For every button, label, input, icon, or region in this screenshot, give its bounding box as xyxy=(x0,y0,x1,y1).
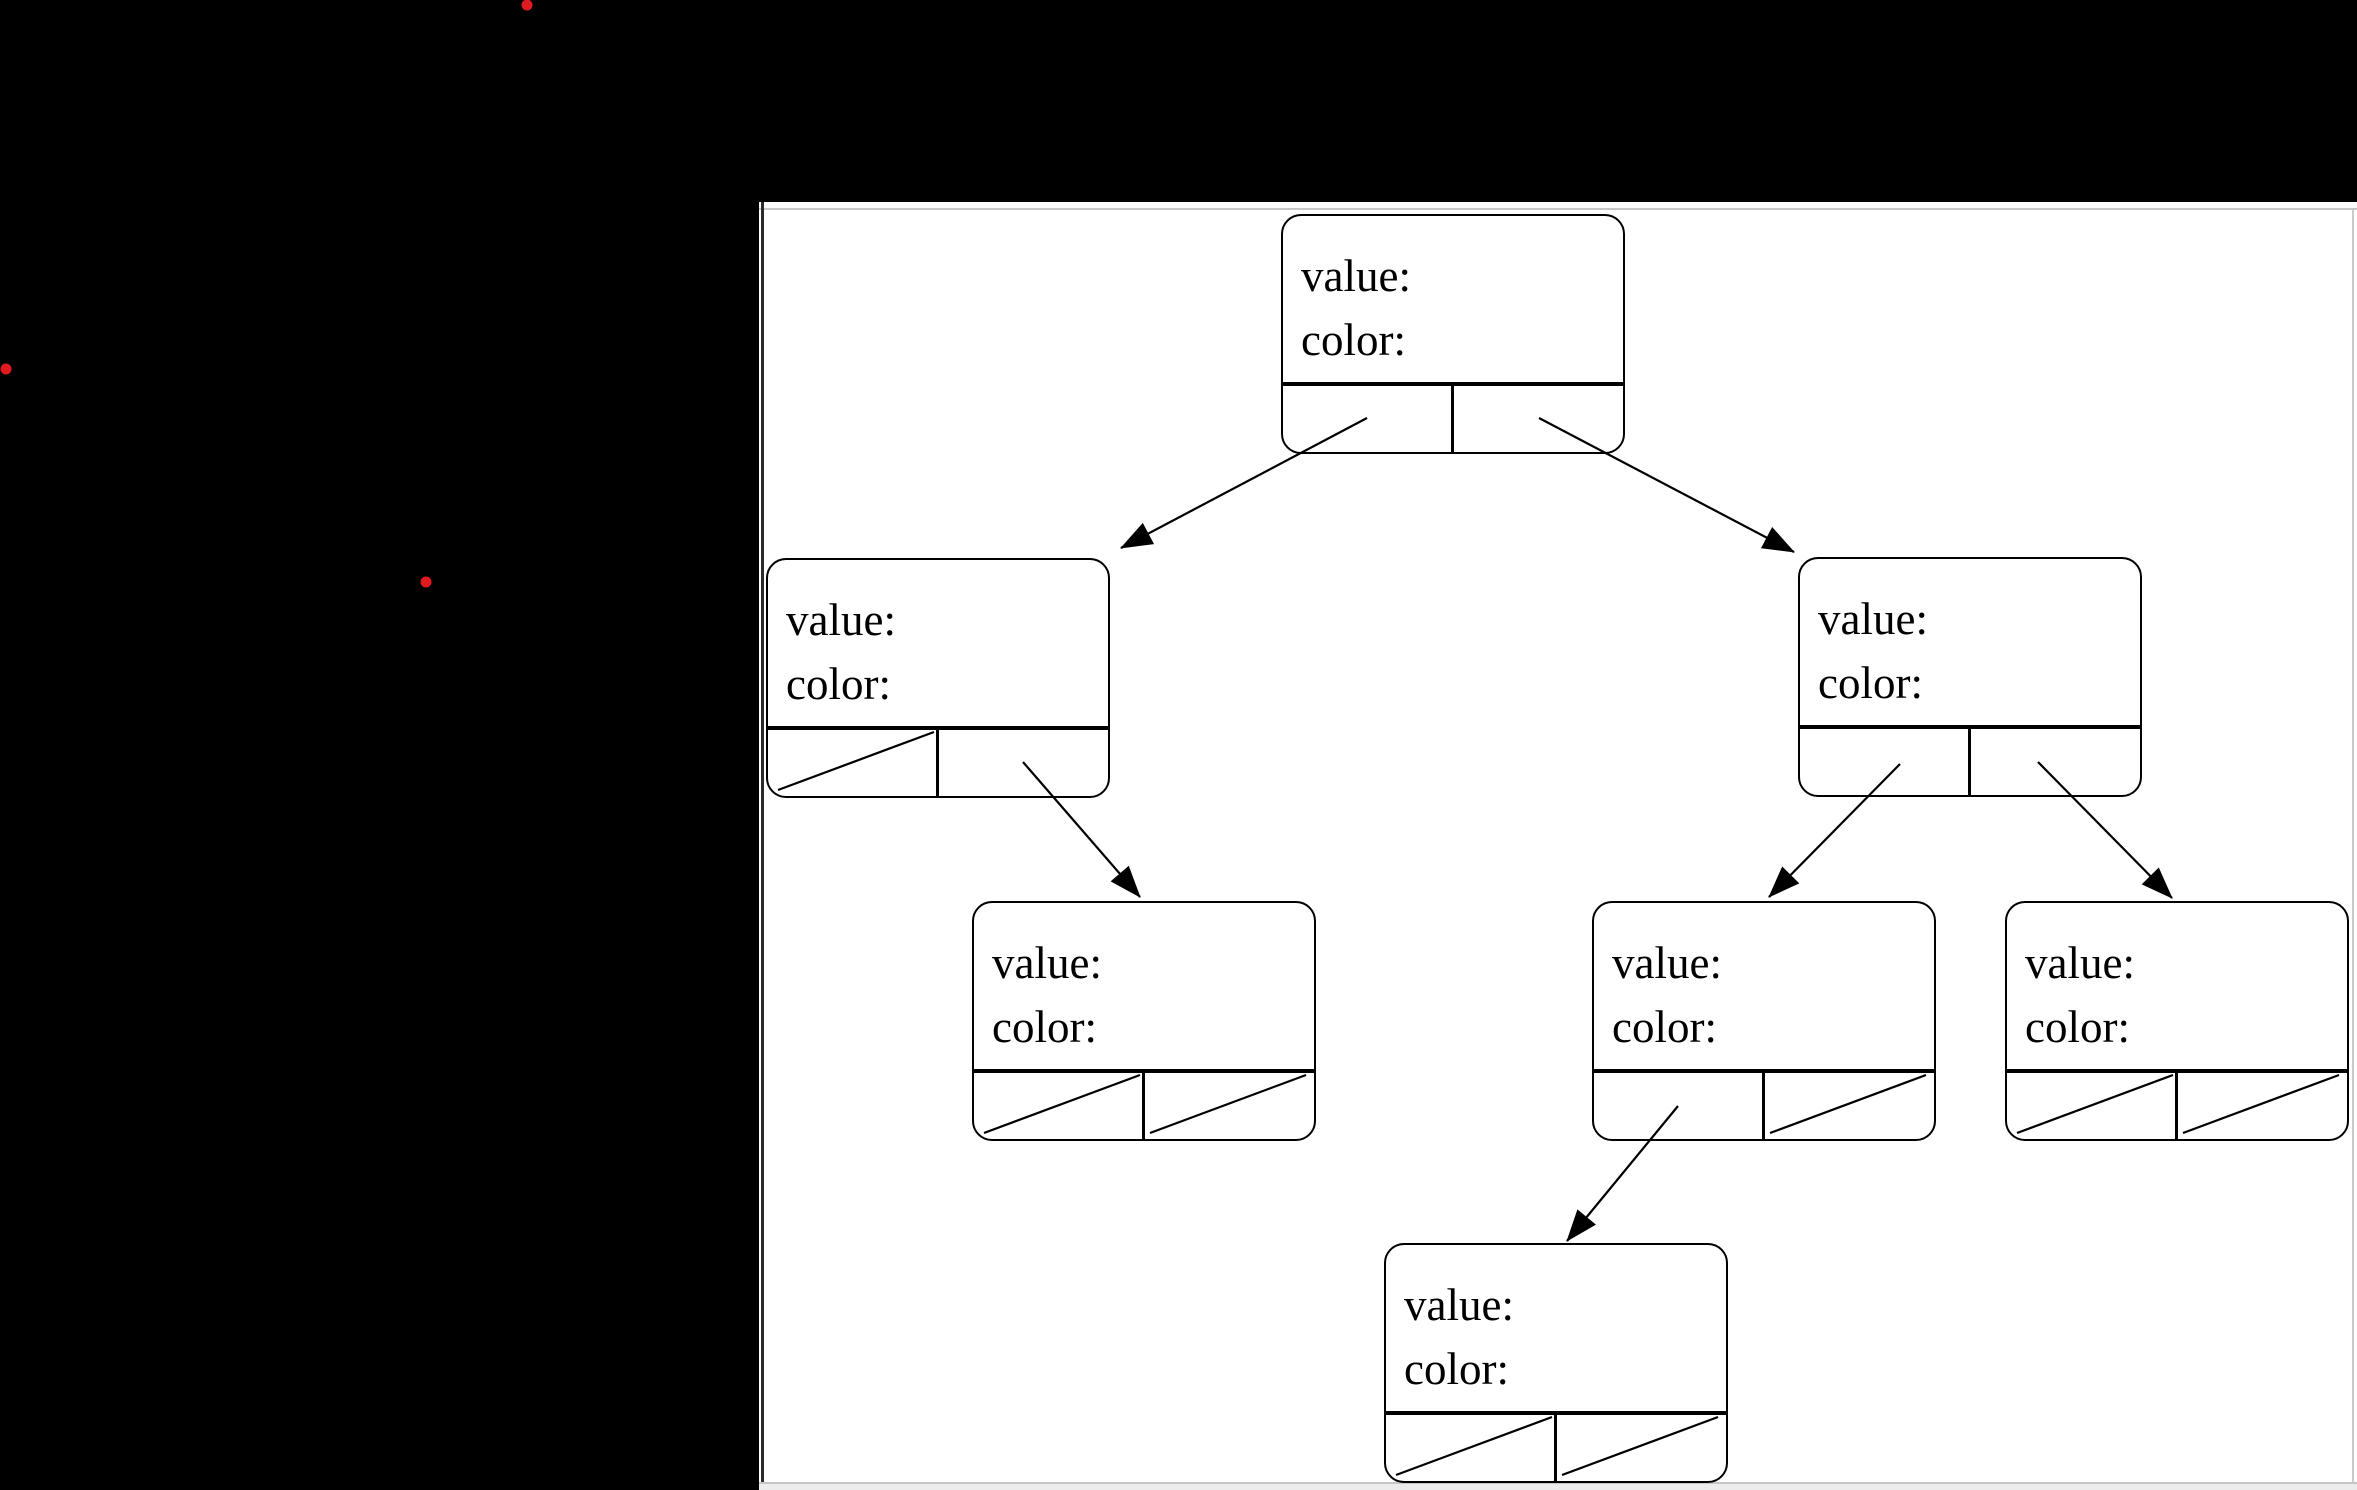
color-label: color: xyxy=(1404,1344,1509,1394)
node-field-labels: value: color: xyxy=(786,588,896,716)
color-label: color: xyxy=(1612,1002,1717,1052)
click-dot xyxy=(521,0,533,11)
node-field-labels: value: color: xyxy=(1818,587,1928,715)
null-pointer-slash-right xyxy=(2182,1073,2340,1135)
node-field-labels: value: color: xyxy=(1301,244,1411,372)
tree-node: value: color: xyxy=(766,558,1110,798)
panel-left-edge xyxy=(761,202,764,1490)
null-pointer-slash-right xyxy=(1149,1073,1307,1135)
panel-right-edge xyxy=(2352,210,2354,1490)
color-label: color: xyxy=(1301,315,1406,365)
value-label: value: xyxy=(1818,594,1928,644)
pointer-arrow-grandchild-to-bottom-node xyxy=(1566,1105,1679,1242)
value-label: value: xyxy=(2025,938,2135,988)
color-label: color: xyxy=(786,659,891,709)
tree-node: value: color: xyxy=(1592,901,1936,1141)
value-label: value: xyxy=(1301,251,1411,301)
null-pointer-slash-left xyxy=(777,730,935,792)
null-pointer-slash-left xyxy=(983,1073,1141,1135)
pointer-cell-divider xyxy=(1968,726,1971,795)
pointer-cell-divider xyxy=(1142,1070,1145,1139)
tree-node: value: color: xyxy=(1384,1243,1728,1483)
pointer-cell-divider xyxy=(1762,1070,1765,1139)
pointer-cell-divider xyxy=(1554,1412,1557,1481)
tree-node: value: color: xyxy=(972,901,1316,1141)
tree-node: value: color: xyxy=(1281,214,1625,454)
pointer-arrow-root-to-right-child xyxy=(1538,417,1795,553)
value-label: value: xyxy=(1404,1280,1514,1330)
click-dot xyxy=(420,576,432,588)
node-field-labels: value: color: xyxy=(1612,931,1722,1059)
tree-node: value: color: xyxy=(1798,557,2142,797)
value-label: value: xyxy=(786,595,896,645)
value-label: value: xyxy=(1612,938,1722,988)
tree-node: value: color: xyxy=(2005,901,2349,1141)
node-field-labels: value: color: xyxy=(1404,1273,1514,1401)
pointer-arrow-right-child-to-its-left xyxy=(1768,763,1901,898)
pointer-arrow-left-child-to-its-right xyxy=(1022,761,1141,898)
click-dot xyxy=(0,363,12,375)
null-pointer-slash-left xyxy=(2016,1073,2174,1135)
node-field-labels: value: color: xyxy=(2025,931,2135,1059)
diagram-panel xyxy=(759,202,2357,1490)
pointer-cell-divider xyxy=(1451,383,1454,452)
color-label: color: xyxy=(2025,1002,2130,1052)
panel-bottom-scrollbar[interactable] xyxy=(759,1482,2357,1490)
pointer-arrow-root-to-left-child xyxy=(1120,417,1368,549)
panel-top-edge xyxy=(759,202,2357,210)
pointer-cell-divider xyxy=(936,727,939,796)
node-field-labels: value: color: xyxy=(992,931,1102,1059)
null-pointer-slash-right xyxy=(1561,1415,1719,1477)
null-pointer-slash-left xyxy=(1395,1415,1553,1477)
color-label: color: xyxy=(992,1002,1097,1052)
color-label: color: xyxy=(1818,658,1923,708)
null-pointer-slash-right xyxy=(1769,1073,1927,1135)
pointer-arrow-right-child-to-its-right xyxy=(2037,761,2173,899)
pointer-cell-divider xyxy=(2175,1070,2178,1139)
value-label: value: xyxy=(992,938,1102,988)
